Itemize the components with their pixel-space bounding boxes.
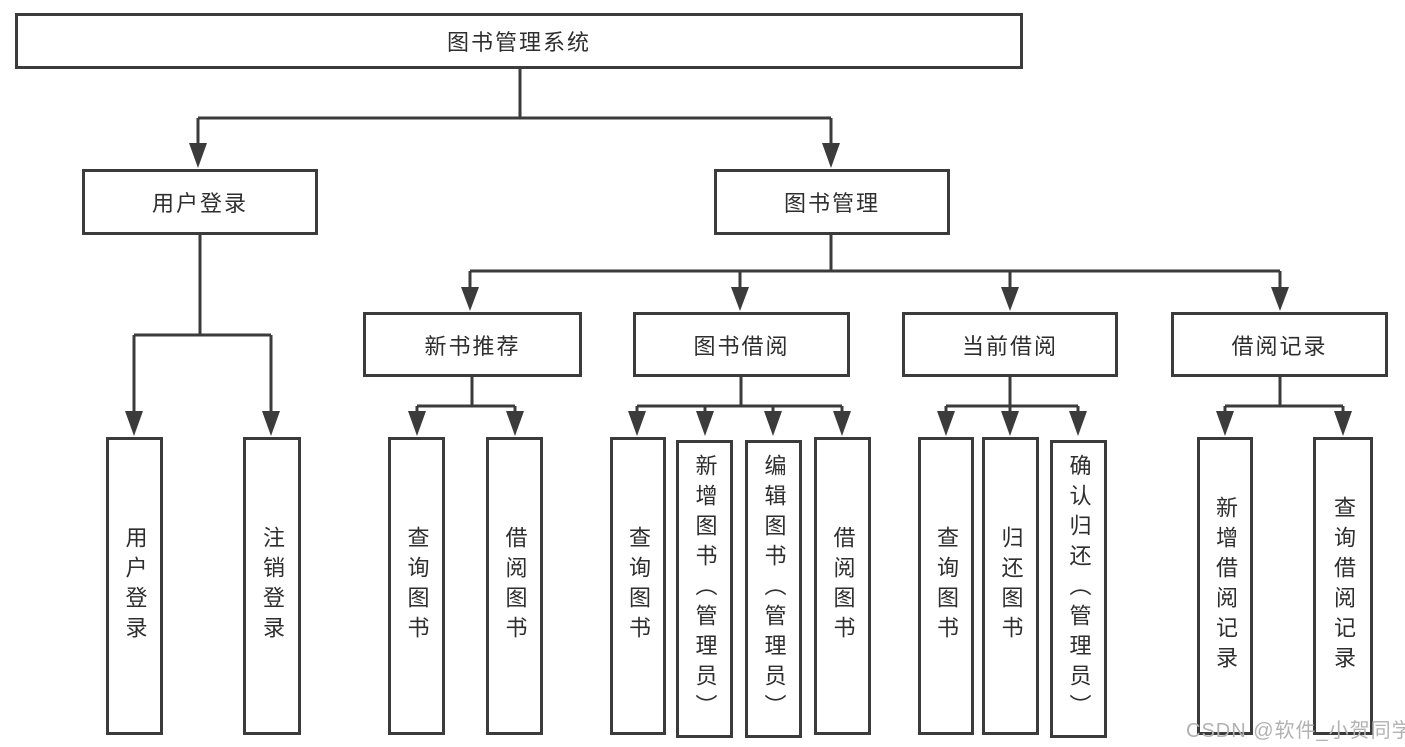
leaf-recommend-borrow-books: 借阅图书: [486, 437, 543, 735]
leaf-current-confirm-return-admin: 确认归还（管理员）: [1050, 440, 1107, 738]
node-current-borrowing: 当前借阅: [902, 312, 1118, 377]
node-root-library-management-system: 图书管理系统: [15, 13, 1023, 69]
leaf-borrowing-query-books: 查询图书: [610, 437, 666, 735]
leaf-records-query-borrow-record: 查询借阅记录: [1313, 437, 1373, 735]
leaf-logout: 注销登录: [243, 437, 301, 735]
csdn-watermark: CSDN @软件_小贺同学: [1186, 720, 1405, 742]
leaf-records-add-borrow-record: 新增借阅记录: [1197, 437, 1253, 735]
leaf-current-return-books: 归还图书: [982, 437, 1039, 735]
leaf-recommend-query-books: 查询图书: [388, 437, 445, 735]
leaf-borrowing-add-books-admin: 新增图书（管理员）: [676, 440, 733, 738]
arrow-down-icons: [125, 143, 1352, 436]
leaf-borrowing-edit-books-admin: 编辑图书（管理员）: [745, 440, 802, 738]
leaf-borrowing-borrow-books: 借阅图书: [814, 437, 871, 735]
node-new-book-recommendation: 新书推荐: [363, 312, 582, 377]
node-book-borrowing: 图书借阅: [633, 312, 850, 377]
leaf-user-login: 用户登录: [106, 437, 163, 735]
leaf-current-query-books: 查询图书: [918, 437, 974, 735]
node-book-management: 图书管理: [714, 169, 950, 235]
node-borrowing-records: 借阅记录: [1171, 312, 1388, 377]
node-user-login: 用户登录: [82, 169, 318, 235]
